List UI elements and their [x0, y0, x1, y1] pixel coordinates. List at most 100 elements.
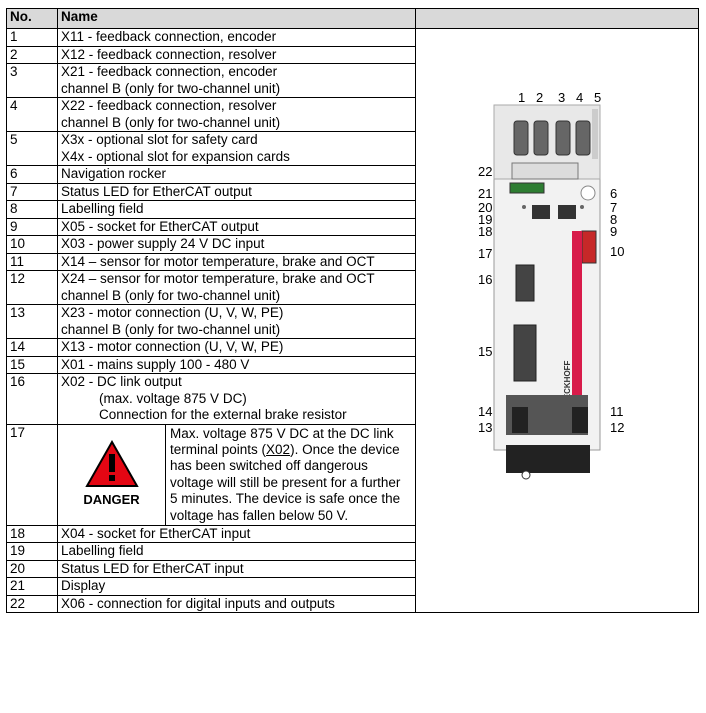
- row-name: X06 - connection for digital inputs and …: [57, 594, 416, 614]
- callout-18: 18: [478, 224, 493, 239]
- row-name: Labelling field: [57, 200, 416, 219]
- danger-cell: DANGER Max. voltage 875 V DC at the DC li…: [57, 423, 416, 526]
- row-name: Navigation rocker: [57, 165, 416, 184]
- header-name: Name: [57, 8, 416, 29]
- row-name: X12 - feedback connection, resolver: [57, 45, 416, 64]
- x14-x24-connectors: [572, 407, 588, 433]
- brand-text: BECKHOFF: [563, 360, 572, 405]
- callout-10: 10: [610, 244, 625, 259]
- row-line: X13 - motor connection (U, V, W, PE): [61, 339, 284, 354]
- row-line: channel B (only for two-channel unit): [61, 321, 281, 337]
- row-line: X04 - socket for EtherCAT input: [61, 525, 251, 541]
- callout-8: 8: [610, 212, 618, 227]
- row-line: Labelling field: [61, 201, 144, 216]
- row-number: 8: [6, 200, 58, 219]
- callout-17: 17: [478, 246, 493, 261]
- row-number: 17: [6, 423, 58, 526]
- callout-9: 9: [610, 224, 618, 239]
- callout-20: 20: [478, 200, 493, 215]
- x13-x23-connectors: [512, 407, 528, 433]
- callout-15: 15: [478, 344, 493, 359]
- row-line: channel B (only for two-channel unit): [61, 114, 281, 130]
- callout-16: 16: [478, 272, 493, 287]
- row-name: X02 - DC link output(max. voltage 875 V …: [57, 373, 416, 425]
- row-line: Labelling field: [61, 543, 144, 559]
- row-name: X04 - socket for EtherCAT input: [57, 524, 416, 544]
- callout-6: 6: [610, 186, 618, 201]
- row-line: Display: [61, 578, 106, 594]
- row-line: Status LED for EtherCAT input: [61, 560, 244, 576]
- device-figure: BECKHOFF: [493, 104, 601, 480]
- row-number: 6: [6, 165, 58, 184]
- row-name: X01 - mains supply 100 - 480 V: [57, 355, 416, 374]
- callout-14: 14: [478, 404, 493, 419]
- row-name: X24 – sensor for motor temperature, brak…: [57, 270, 416, 305]
- row-number: 18: [6, 524, 58, 544]
- row-line: Navigation rocker: [61, 166, 167, 181]
- display: [509, 182, 545, 194]
- x03-connector: [581, 230, 597, 264]
- row-line: X4x - optional slot for expansion cards: [61, 148, 290, 164]
- row-line: X03 - power supply 24 V DC input: [61, 236, 265, 251]
- row-name: X23 - motor connection (U, V, W, PE)chan…: [57, 304, 416, 339]
- x06-connector: [511, 162, 579, 180]
- row-line: Status LED for EtherCAT output: [61, 183, 252, 199]
- row-number: 20: [6, 559, 58, 579]
- row-name: Labelling field: [57, 542, 416, 561]
- row-number: 16: [6, 373, 58, 425]
- row-number: 10: [6, 235, 58, 254]
- row-line: X02 - DC link output: [61, 374, 182, 389]
- danger-label: DANGER: [83, 492, 140, 508]
- warning-icon: [84, 440, 139, 488]
- row-number: 2: [6, 45, 58, 64]
- row-number: 22: [6, 594, 58, 614]
- row-number: 12: [6, 270, 58, 305]
- header-no: No.: [6, 8, 58, 29]
- row-name: X13 - motor connection (U, V, W, PE): [57, 338, 416, 357]
- x01-connector: [513, 324, 537, 382]
- row-line: Connection for the external brake resist…: [99, 407, 347, 422]
- row-line: X11 - feedback connection, encoder: [61, 29, 277, 44]
- row-line: X24 – sensor for motor temperature, brak…: [61, 271, 375, 286]
- row-name: Status LED for EtherCAT input: [57, 559, 416, 579]
- row-line: X12 - feedback connection, resolver: [61, 46, 277, 62]
- row-line: X01 - mains supply 100 - 480 V: [61, 356, 250, 372]
- row-number: 11: [6, 252, 58, 271]
- x04-socket: [532, 205, 550, 219]
- row-number: 9: [6, 217, 58, 236]
- row-line: X14 – sensor for motor temperature, brak…: [61, 253, 375, 269]
- table-header: No. Name: [6, 8, 699, 29]
- callout-5: 5: [594, 90, 602, 105]
- x02-connector: [515, 264, 535, 302]
- row-name: X05 - socket for EtherCAT output: [57, 217, 416, 236]
- row-number: 21: [6, 577, 58, 596]
- row-line: X05 - socket for EtherCAT output: [61, 218, 259, 234]
- row-name: Display: [57, 577, 416, 596]
- navigation-rocker: [580, 185, 596, 201]
- row-line: channel B (only for two-channel unit): [61, 80, 281, 96]
- row-number: 1: [6, 28, 58, 47]
- callout-21: 21: [478, 186, 493, 201]
- callout-4: 4: [576, 90, 584, 105]
- row-line: (max. voltage 875 V DC): [99, 390, 247, 406]
- row-line: X06 - connection for digital inputs and …: [61, 595, 335, 611]
- row-number: 7: [6, 182, 58, 201]
- callout-12: 12: [610, 420, 625, 435]
- danger-link[interactable]: X02: [266, 441, 291, 457]
- row-line: X23 - motor connection (U, V, W, PE): [61, 305, 284, 320]
- danger-text: Max. voltage 875 V DC at the DC link ter…: [166, 425, 415, 525]
- top-connectors: [513, 109, 598, 159]
